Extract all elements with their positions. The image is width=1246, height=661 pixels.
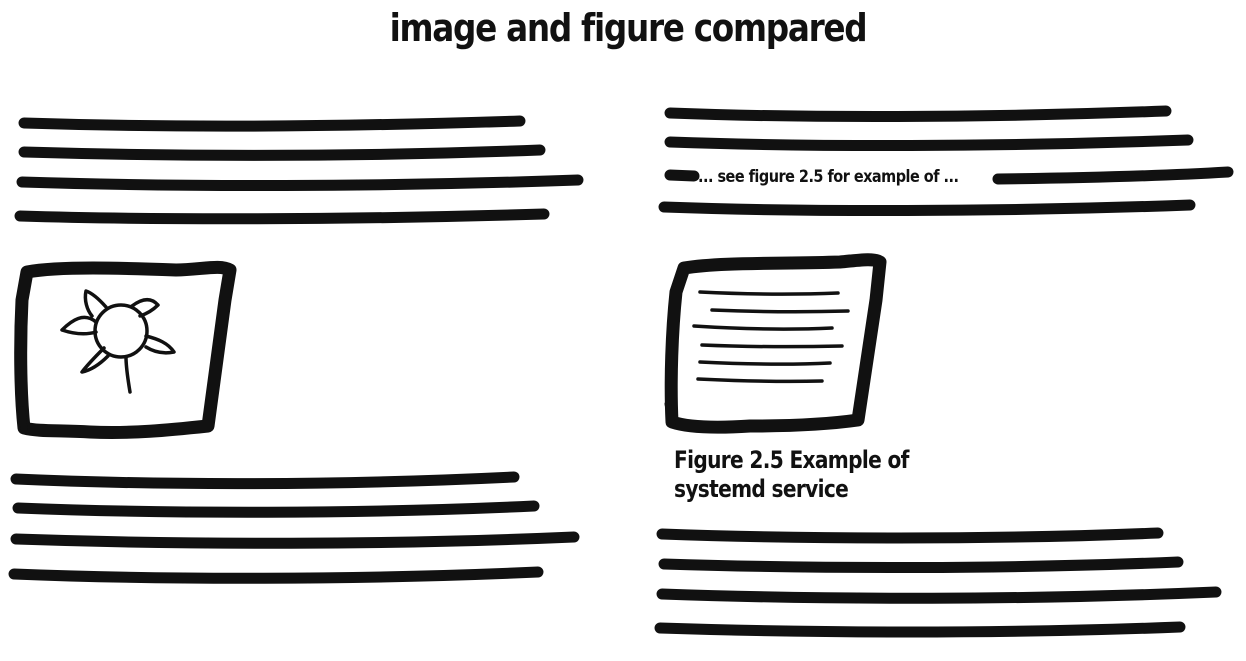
text-line (8, 566, 544, 584)
right-text-lines-top (658, 105, 1234, 217)
right-text-lines-bottom (654, 527, 1222, 638)
text-line (10, 531, 580, 549)
text-line (654, 621, 1186, 638)
left-text-lines-bottom (8, 471, 580, 584)
text-line (16, 174, 584, 192)
text-line (10, 471, 520, 490)
left-image-frame (14, 260, 237, 440)
text-line (18, 115, 526, 132)
text-line (14, 208, 550, 225)
right-figure-frame (664, 253, 887, 434)
text-line (18, 144, 546, 161)
text-line (664, 169, 700, 182)
text-line (658, 556, 1184, 574)
diagram-title: image and figure compared (389, 6, 868, 50)
text-line (12, 500, 540, 518)
text-line (664, 134, 1194, 152)
text-line (656, 527, 1164, 544)
document-sketch-icon (692, 290, 850, 384)
text-line (664, 105, 1172, 123)
left-text-lines-top (14, 115, 584, 225)
figure-reference-text: ... see figure 2.5 for example of ... (698, 167, 959, 187)
text-line (658, 199, 1196, 217)
text-line (656, 586, 1222, 604)
flower-sketch-icon (60, 289, 176, 394)
figure-caption: Figure 2.5 Example of systemd service (674, 446, 909, 503)
text-line (992, 166, 1234, 185)
